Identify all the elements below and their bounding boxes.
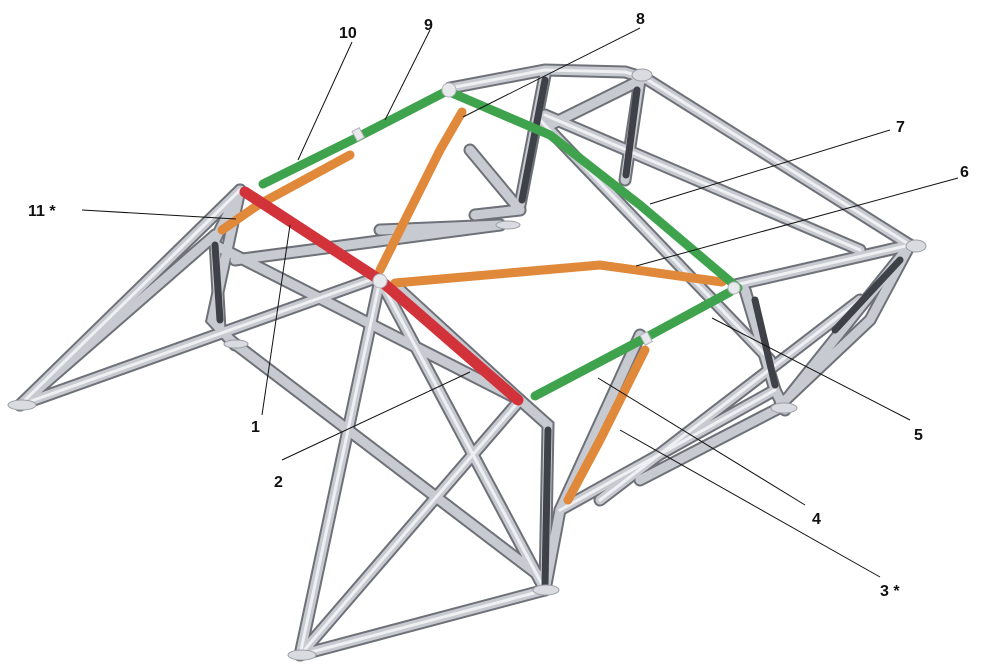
green-tube-7 [447,88,743,293]
label-1: 1 [251,419,260,436]
leader-7 [649,129,891,205]
leader-4 [597,377,806,506]
label-9: 9 [424,17,433,34]
label-8: 8 [636,11,645,28]
orange-tube-6 [390,260,727,288]
label-10: 10 [339,25,357,42]
roll-cage-frame [7,63,927,662]
label-11: 11 * [28,203,56,220]
green-tube-9-10 [258,87,450,189]
label-5: 5 [914,427,923,444]
label-6: 6 [960,164,969,181]
leader-10 [297,41,353,161]
leader-5 [711,317,911,421]
leader-9 [384,29,431,121]
leader-6 [635,177,959,267]
highlighted-tubes [217,82,743,505]
orange-tube-3 [563,345,650,505]
leader-3 [619,429,881,578]
label-3: 3 * [880,583,900,600]
label-2: 2 [274,474,283,491]
part-labels: 1 2 3 * 4 5 6 7 8 9 10 11 * [28,11,969,600]
leader-1 [261,224,291,416]
label-7: 7 [896,119,905,136]
orange-tube-8 [375,107,467,275]
label-4: 4 [812,511,821,528]
leader-11 [81,209,237,220]
leader-8 [462,27,641,118]
leader-2 [281,371,471,461]
leader-lines [81,27,959,578]
